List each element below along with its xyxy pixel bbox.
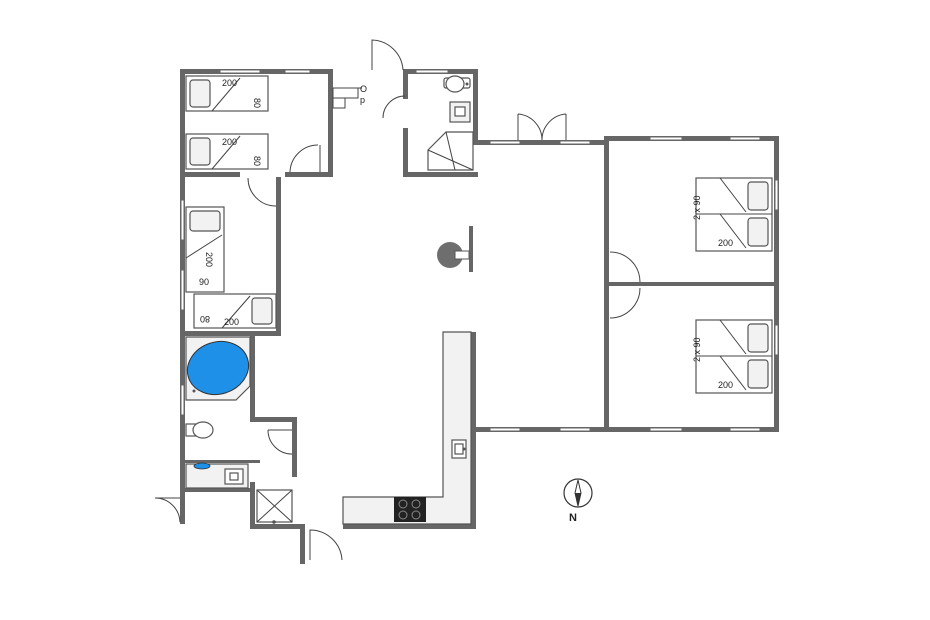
bed-top-left-1: 200 80	[185, 75, 269, 112]
top-bathroom	[427, 75, 474, 171]
bed-middle-left-1: 200 90	[185, 206, 225, 293]
stairs-up-label: O	[360, 84, 367, 94]
bed-r2-length: 200	[718, 380, 733, 390]
kitchen	[342, 331, 472, 525]
fireplace-icon	[437, 242, 463, 268]
bed-ml1-length: 200	[204, 252, 214, 267]
bed-top-left-2: 200 80	[185, 133, 269, 170]
bed-tl2-width: 80	[252, 156, 262, 166]
compass: N	[563, 478, 593, 524]
bed-ml2-length: 200	[224, 317, 239, 327]
stairs-p-label: p	[360, 95, 365, 105]
doors	[154, 39, 641, 561]
bed-right-upper: 2 x 90 200	[692, 177, 773, 252]
fireplace	[437, 226, 473, 272]
bed-r2-dims: 2 x 90	[692, 337, 702, 362]
bed-tl2-length: 200	[222, 137, 237, 147]
compass-north-label: N	[569, 512, 577, 524]
stairs: O p	[332, 84, 367, 109]
stove	[394, 497, 426, 522]
bed-ml1-width: 90	[199, 277, 209, 287]
bed-middle-left-2: 80 200	[193, 293, 277, 329]
lower-bathroom	[185, 336, 293, 524]
bed-r1-length: 200	[718, 238, 733, 248]
bed-tl1-length: 200	[222, 78, 237, 88]
windows	[180, 69, 779, 522]
bed-r1-dims: 2 x 90	[692, 195, 702, 220]
bed-tl1-width: 80	[252, 98, 262, 108]
bed-right-lower: 2 x 90 200	[692, 319, 773, 394]
bed-ml2-width: 80	[200, 314, 210, 324]
bathtub	[186, 340, 250, 396]
